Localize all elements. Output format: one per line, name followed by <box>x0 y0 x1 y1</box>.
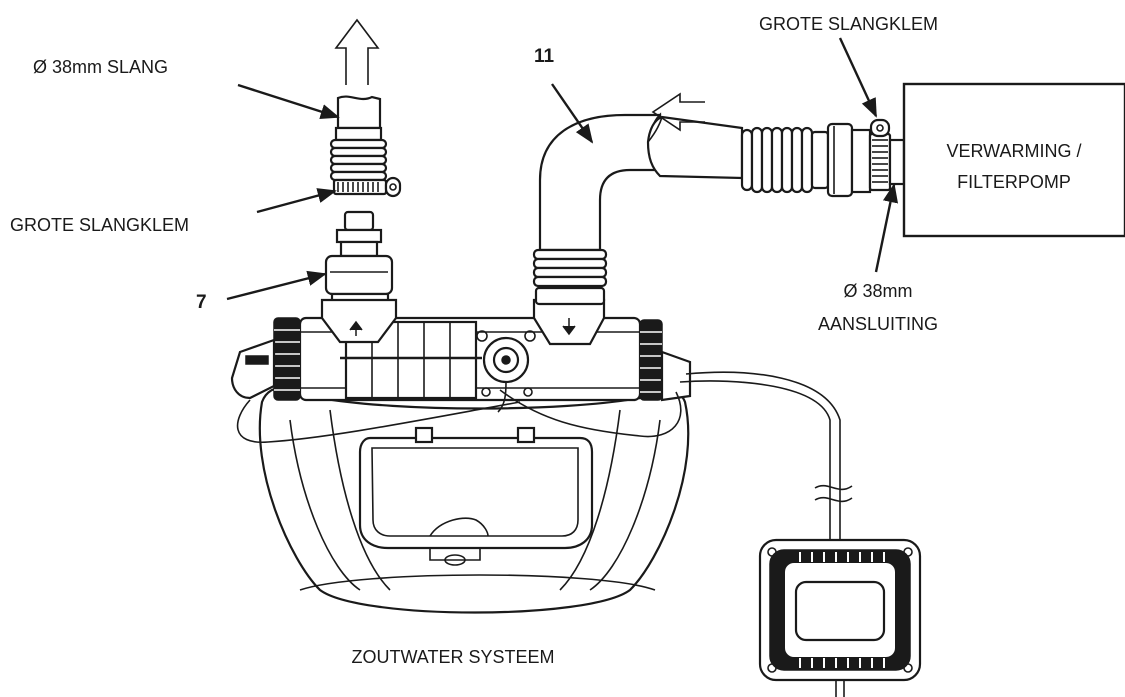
label-clamp-right: GROTE SLANGKLEM <box>759 14 938 34</box>
fitting-7 <box>324 210 394 310</box>
hose-ribs <box>329 138 388 182</box>
end-cap-right <box>639 319 663 401</box>
clamp-left <box>332 176 402 198</box>
control-box <box>758 538 922 697</box>
label-heater-line1: VERWARMING / <box>946 141 1081 161</box>
end-cap-left <box>273 317 301 401</box>
chlorinator-body <box>230 298 841 614</box>
cable-break <box>814 484 853 503</box>
label-system: ZOUTWATER SYSTEEM <box>351 647 554 667</box>
elbow-hose <box>532 112 744 306</box>
callout-11: 11 <box>534 46 555 67</box>
label-hose-38mm: Ø 38mm SLANG <box>33 57 168 77</box>
flow-left-arrow <box>651 92 705 132</box>
cell-connector <box>476 330 536 397</box>
label-connection-line2: AANSLUITING <box>818 314 938 334</box>
leader-lines <box>226 37 899 301</box>
callout-7: 7 <box>196 292 207 313</box>
vertical-hose <box>329 95 388 182</box>
horizontal-hose-ribs <box>740 122 872 198</box>
label-heater-line2: FILTERPOMP <box>957 172 1071 192</box>
label-clamp-left: GROTE SLANGKLEM <box>10 215 189 235</box>
clamp-right <box>868 118 906 192</box>
flow-up-arrow <box>334 18 380 85</box>
elbow-ribs <box>532 248 608 288</box>
heater-box <box>902 82 1125 238</box>
label-connection-line1: Ø 38mm <box>843 281 912 301</box>
